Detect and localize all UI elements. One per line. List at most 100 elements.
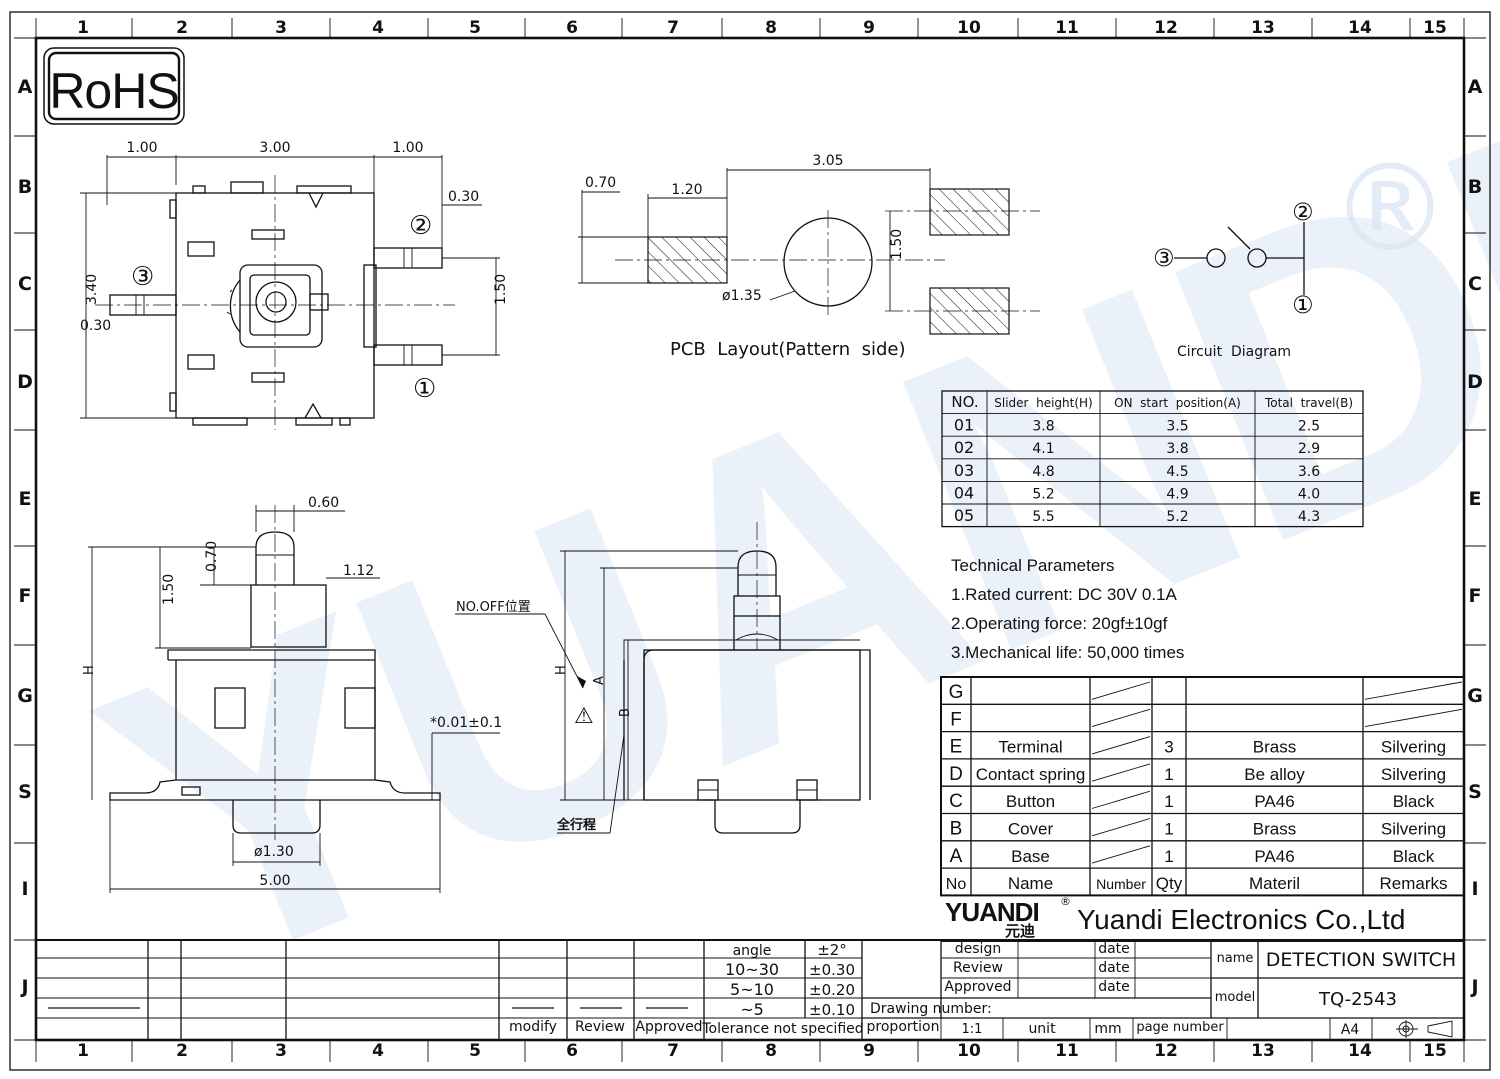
side-label-total-travel: 全行程 [556,817,596,833]
bom-cell: B [950,819,963,840]
rohs-text: RoHS [49,63,178,119]
tol-range: ~5 [740,1000,764,1019]
spec-cell: 4.9 [1166,486,1188,502]
bom-cell: 1 [1164,792,1173,811]
tb-date: date [1098,941,1130,957]
spec-cell: 04 [954,483,974,502]
spec-cell: 4.5 [1166,464,1188,480]
col-ref-top: 13 [1251,18,1275,38]
circuit-node-1: ① [1292,291,1314,319]
tol-range: 5~10 [730,980,774,999]
col-ref-top: 1 [77,18,89,38]
front-dim-1-12: 1.12 [343,563,374,579]
col-ref-bottom: 5 [469,1041,481,1061]
side-view: H A B ⚠ NO.OFF位置 全行程 [455,522,871,834]
company-brand-reg: ® [1060,895,1071,908]
col-ref-top: 9 [863,18,875,38]
tb-date: date [1098,960,1130,976]
spec-cell: 03 [954,461,974,480]
bom-cell: 1 [1164,765,1173,784]
row-ref-right: F [1469,585,1482,607]
spec-cell: 5.2 [1032,486,1054,502]
tb-model-label: model [1215,990,1255,1005]
spec-header: Total travel(B) [1264,396,1353,410]
row-ref-left: J [19,976,28,998]
tech-item-2: 2.Operating force: 20gf±10gf [951,614,1168,633]
spec-cell: 05 [954,506,974,525]
company-brand: YUANDI [945,897,1039,927]
tb-design: design [955,941,1001,957]
bom-cell: Base [1011,847,1050,866]
col-ref-bottom: 4 [372,1041,384,1061]
tb-scale: 1:1 [962,1022,983,1037]
spec-cell: 3.8 [1166,441,1188,457]
col-ref-top: 11 [1055,18,1079,38]
tb-name-label: name [1217,951,1254,966]
dim-1-00-left: 1.00 [126,140,157,156]
dim-3-40: 3.40 [84,274,100,305]
col-ref-bottom: 15 [1423,1041,1447,1061]
rev-review: Review [575,1019,625,1035]
tb-review: Review [953,960,1003,976]
row-ref-right: C [1468,273,1482,295]
tol-value: ±0.30 [809,961,855,979]
spec-cell: 4.0 [1298,486,1320,502]
bom-cell: E [950,737,963,758]
dim-1-50-top: 1.50 [493,274,509,305]
bom-cell: Brass [1253,738,1296,757]
bom-cell: G [949,682,964,703]
bom-cell: Black [1393,847,1435,866]
tol-value: ±0.20 [809,981,855,999]
bom-cell: Cover [1008,820,1054,839]
pin-2-label: ② [409,211,432,241]
tb-unit: unit [1028,1021,1056,1037]
spec-cell: 2.9 [1298,441,1320,457]
row-ref-left: G [17,685,33,707]
dim-0-30-top: 0.30 [448,189,479,205]
top-view: 1.00 3.00 1.00 0.30 3.40 0.30 1.50 ② ① ③ [80,140,509,430]
row-ref-right: E [1469,488,1482,510]
side-dim-A: A [592,676,607,685]
company-banner: YUANDI ® 元迪 Yuandi Electronics Co.,Ltd [945,895,1405,940]
row-ref-left: S [18,781,32,803]
spec-cell: 3.5 [1166,419,1188,435]
front-dim-0-70: 0.70 [204,541,220,572]
spec-cell: 4.8 [1032,464,1054,480]
row-ref-right: A [1468,76,1483,98]
tb-page-number: page number [1136,1020,1224,1035]
col-ref-top: 8 [765,18,777,38]
col-ref-bottom: 10 [957,1041,981,1061]
bom-cell: Black [1393,792,1435,811]
bom-cell: Silvering [1381,820,1446,839]
dim-1-00-right: 1.00 [392,140,423,156]
row-ref-left: B [18,176,32,198]
col-ref-top: 3 [275,18,287,38]
row-ref-left: I [21,878,28,900]
tb-name-value: DETECTION SWITCH [1266,949,1456,971]
col-ref-top: 10 [957,18,981,38]
dim-3-00: 3.00 [259,140,290,156]
side-dim-H: H [554,665,569,675]
front-dim-1-50: 1.50 [161,574,177,605]
row-ref-left: E [19,488,32,510]
rev-approved: Approved [635,1019,702,1035]
front-dim-H: H [82,665,97,675]
bom-cell: Terminal [998,738,1062,757]
col-ref-bottom: 14 [1348,1041,1372,1061]
bom-cell: Button [1006,792,1055,811]
tb-model-value: TQ-2543 [1318,989,1397,1010]
row-ref-left: C [18,273,32,295]
bom-header: Remarks [1379,874,1447,893]
rohs-logo: RoHS [43,47,185,125]
pin-1-label: ① [413,374,436,404]
rev-modify: modify [509,1019,557,1035]
tech-item-3: 3.Mechanical life: 50,000 times [951,643,1184,662]
col-ref-bottom: 11 [1055,1041,1079,1061]
spec-cell: 01 [954,416,974,435]
bom-cell: Brass [1253,820,1296,839]
front-dim-0-60: 0.60 [308,495,339,511]
row-ref-right: B [1468,176,1482,198]
circuit-caption: Circuit Diagram [1177,344,1291,360]
col-ref-top: 14 [1348,18,1372,38]
col-ref-top: 15 [1423,18,1447,38]
